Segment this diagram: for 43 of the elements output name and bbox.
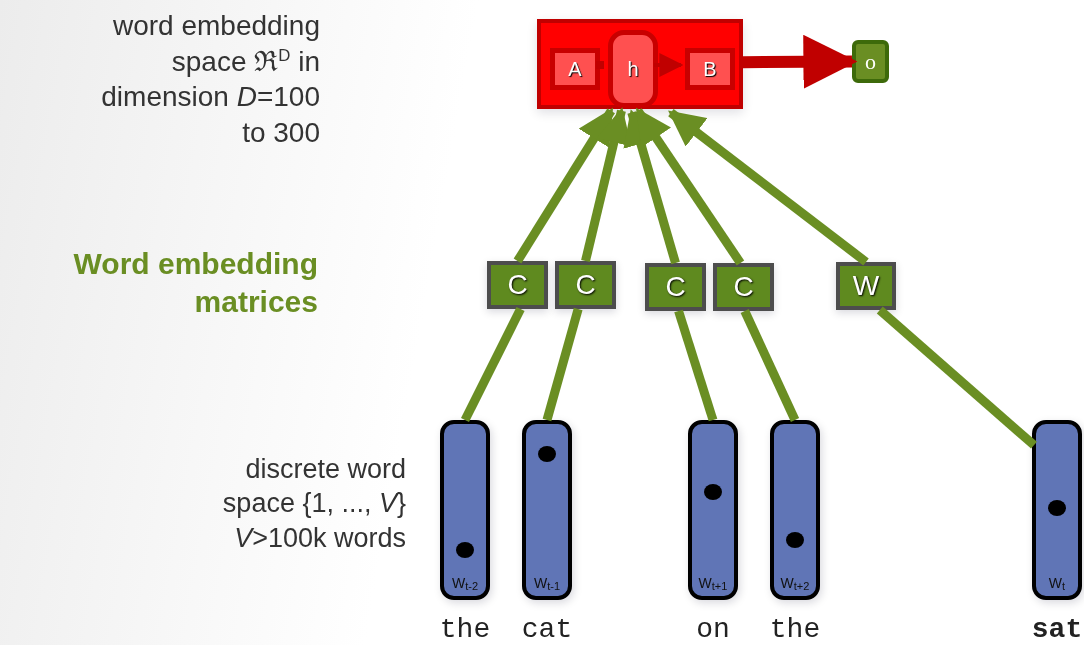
annotation-text: word embedding space ℜ$^{D}$ in dimension D=100 to 300 — [100, 9, 320, 150]
node-text: B — [703, 57, 717, 81]
node-text: C — [575, 269, 596, 301]
section-heading: Word embedding matrices — [72, 246, 318, 321]
node-text: C — [507, 269, 528, 301]
matrix-box — [487, 261, 548, 309]
vector-label: W$_{t}$ — [1047, 575, 1067, 592]
arrow — [513, 107, 615, 264]
vector-label: W$_{t-2}$ — [450, 575, 480, 592]
node-text: C — [665, 271, 686, 303]
one-hot-vector — [440, 420, 490, 600]
weight-box — [685, 48, 735, 90]
one-hot-vector — [522, 420, 572, 600]
matrix-box — [836, 262, 896, 310]
arrow — [654, 53, 684, 77]
hidden-state-box — [608, 30, 658, 108]
hidden-layer-box — [537, 19, 743, 109]
vector-label: W$_{t+1}$ — [697, 575, 729, 592]
node-text: C — [733, 271, 754, 303]
vector-label: W$_{t+2}$ — [779, 575, 811, 592]
node-text: A — [568, 57, 582, 81]
weight-box — [550, 48, 600, 90]
node-text: o — [865, 48, 876, 75]
node-text: W — [852, 270, 880, 302]
node-text: h — [627, 57, 639, 81]
word-token: the — [769, 614, 821, 645]
one-hot-vector — [688, 420, 738, 600]
matrix-box — [555, 261, 616, 309]
word-token: the — [439, 614, 491, 645]
arrow — [668, 109, 869, 266]
one-hot-vector — [1032, 420, 1082, 600]
output-box — [852, 40, 889, 83]
vector-label: W$_{t-1}$ — [532, 575, 562, 592]
arrow — [634, 107, 745, 266]
word-token: cat — [521, 614, 573, 645]
one-hot-vector — [770, 420, 820, 600]
annotation-text: discrete word space {1, ..., V} V>100k words — [221, 453, 406, 555]
word-token: on — [696, 614, 730, 645]
arrow — [742, 34, 858, 89]
arrow — [623, 109, 680, 265]
matrix-box — [713, 263, 774, 311]
word-token: sat — [1031, 614, 1083, 645]
matrix-box — [645, 263, 706, 311]
